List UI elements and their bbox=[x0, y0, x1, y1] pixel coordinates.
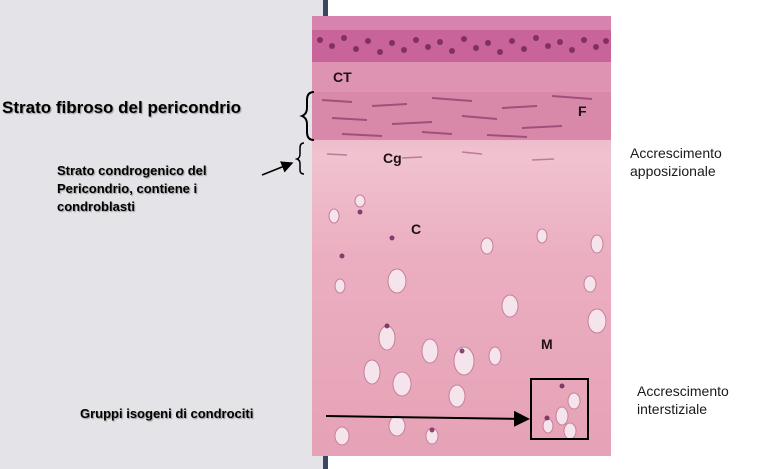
label-cg: Cg bbox=[383, 150, 402, 166]
interstitial-growth-label: Accrescimento interstiziale bbox=[637, 383, 729, 417]
label-f: F bbox=[578, 103, 587, 119]
cartilage-micrograph bbox=[312, 16, 611, 456]
fibrous-layer-label: Strato fibroso del pericondrio bbox=[2, 98, 241, 117]
label-ct: CT bbox=[333, 69, 352, 85]
label-m: M bbox=[541, 336, 553, 352]
label-c: C bbox=[411, 221, 422, 237]
chondrogenic-layer-label: Strato condrogenico del Pericondrio, con… bbox=[57, 163, 207, 214]
left-panel bbox=[0, 0, 323, 469]
isogenous-groups-label: Gruppi isogeni di condrociti bbox=[80, 406, 254, 421]
appositional-growth-label: Accrescimento apposizionale bbox=[630, 145, 722, 179]
